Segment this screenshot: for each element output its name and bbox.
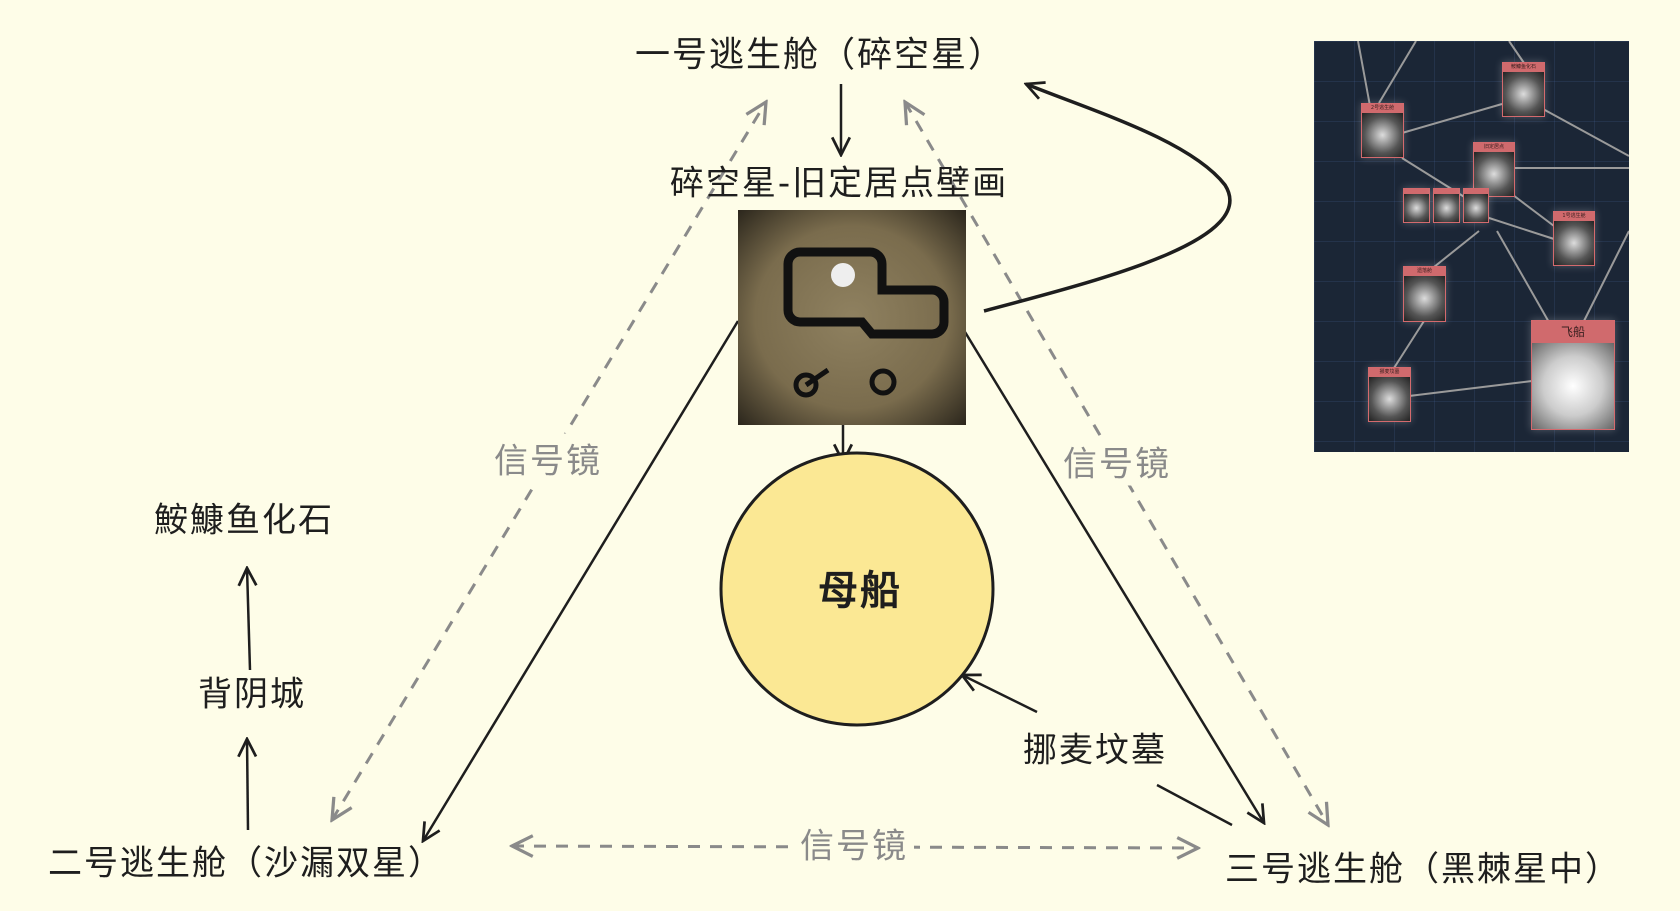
thumbnail-node: 挪麦坟墓 <box>1368 367 1411 422</box>
pod2-to-shadow-city-arrow <box>247 739 248 831</box>
shadow-city-label: 背阴城 <box>198 674 306 715</box>
mural-label: 碎空星-旧定居点壁画 <box>669 163 1009 204</box>
thumbnail-node: 鮟鱇鱼化石 <box>1502 62 1545 117</box>
escape-pod-2-label: 二号逃生舱（沙漏双星） <box>48 843 444 884</box>
mothership-label: 母船 <box>818 568 902 614</box>
signal-mirror-bottom-label: 信号镜 <box>794 818 914 868</box>
thumbnail-node: 旧定居点 <box>1473 142 1515 197</box>
thumbnail-node: 遗落舱 <box>1403 266 1446 322</box>
signal-mirror-bottom-edge <box>512 846 1198 848</box>
signal-mirror-left-label: 信号镜 <box>494 433 602 483</box>
escape-pod-3-label: 三号逃生舱（黑棘星中） <box>1225 849 1621 890</box>
thumbnail-links <box>1357 41 1629 397</box>
mural-map-icon <box>783 247 949 398</box>
grave-to-mothership-arrow <box>962 675 1038 714</box>
escape-pod-1-label: 一号逃生舱（碎空星） <box>634 35 1006 76</box>
thumbnail-node <box>1433 188 1460 223</box>
anglerfish-fossil-label: 鮟鱇鱼化石 <box>154 500 334 541</box>
mural-to-pod2-arrow <box>423 320 740 841</box>
thumbnail-node <box>1403 188 1430 223</box>
signal-mirror-right-label: 信号镜 <box>1063 436 1171 486</box>
thumbnail-node-spaceship: 飞船 <box>1531 320 1615 430</box>
mural-image <box>738 210 966 425</box>
thumbnail-node: 2号逃生舱 <box>1361 103 1404 158</box>
mothership-circle <box>719 451 995 727</box>
mural-to-pod3-arrow <box>963 331 1264 823</box>
grave-to-pod3-line <box>1156 783 1233 827</box>
map-thumbnail: 鮟鱇鱼化石 2号逃生舱 旧定居点 1号逃生舱 遗落舱 挪麦坟墓 飞船 <box>1314 41 1629 452</box>
nomai-grave-label: 挪麦坟墓 <box>1023 730 1167 771</box>
mural-to-pod1-curve-arrow <box>983 84 1232 313</box>
thumbnail-node <box>1463 188 1489 223</box>
shadow-city-to-fossil-arrow <box>247 568 250 671</box>
thumbnail-node: 1号逃生舱 <box>1553 211 1595 266</box>
